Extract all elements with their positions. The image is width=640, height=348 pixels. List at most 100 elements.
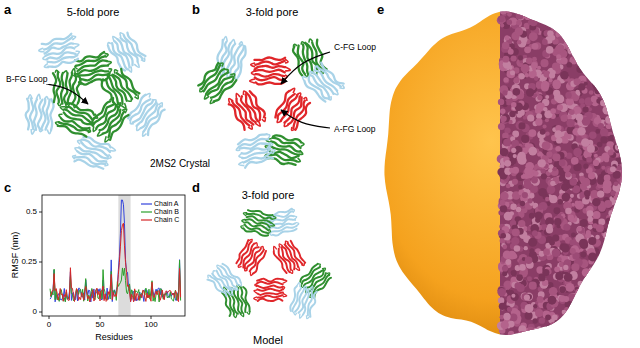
atom-sphere (571, 157, 579, 165)
atom-sphere (574, 329, 582, 337)
beta-strand (252, 251, 267, 275)
atom-sphere (540, 280, 549, 289)
atom-sphere (559, 323, 567, 331)
atom-sphere (516, 12, 524, 20)
loop (297, 158, 301, 163)
atom-sphere (528, 147, 537, 156)
loop (88, 129, 92, 134)
beta-strand (254, 58, 285, 61)
beta-strand (237, 133, 267, 144)
atom-sphere (498, 16, 504, 22)
atom-sphere (620, 178, 628, 186)
atom-sphere (543, 249, 550, 256)
atom-sphere (527, 198, 532, 203)
atom-sphere (565, 17, 574, 26)
atom-sphere (615, 56, 619, 60)
atom-sphere (611, 56, 619, 64)
atom-sphere (516, 274, 523, 281)
atom-sphere (610, 102, 614, 106)
atom-sphere (594, 46, 601, 53)
legend-label: Chain C (154, 216, 179, 224)
atom-sphere (513, 77, 519, 83)
atom-sphere (525, 304, 534, 313)
beta-strand (308, 75, 331, 98)
atom-sphere (537, 296, 544, 303)
atom-sphere (538, 159, 546, 167)
atom-sphere (609, 23, 615, 29)
beta-strand (258, 299, 283, 301)
atom-sphere (621, 312, 628, 319)
beta-strand (46, 99, 50, 129)
x-tick (49, 316, 50, 319)
atom-sphere (611, 251, 619, 259)
atom-sphere (508, 251, 517, 260)
atom-sphere (517, 40, 522, 45)
atom-sphere (498, 297, 504, 303)
atom-sphere (537, 95, 542, 100)
atom-sphere (528, 327, 534, 333)
protein-subunit (233, 132, 278, 169)
atom-sphere (565, 29, 571, 35)
atom-sphere (553, 207, 560, 214)
atom-sphere (505, 259, 511, 265)
atom-sphere (540, 129, 546, 135)
atom-sphere (612, 109, 620, 117)
atom-sphere (543, 124, 547, 128)
loop (91, 126, 97, 132)
atom-sphere (583, 12, 592, 21)
atom-sphere (556, 23, 564, 31)
atom-sphere (541, 15, 547, 21)
atom-sphere (600, 316, 607, 323)
atom-sphere (559, 14, 564, 19)
atom-sphere (563, 296, 569, 302)
atom-sphere (518, 185, 522, 189)
atom-sphere (588, 217, 593, 222)
beta-strand (25, 99, 30, 130)
atom-sphere (500, 7, 507, 14)
protein-subunit (193, 60, 240, 107)
atom-sphere (591, 32, 598, 39)
atom-sphere (578, 315, 584, 321)
loop (254, 242, 258, 246)
beta-strand (107, 45, 126, 71)
beta-strand (255, 77, 285, 80)
atom-sphere (598, 255, 604, 261)
atom-sphere (599, 41, 608, 50)
rmsf-line (50, 200, 181, 302)
atom-sphere (593, 14, 598, 19)
atom-sphere (613, 93, 621, 101)
atom-sphere (582, 117, 591, 126)
atom-sphere (561, 244, 570, 253)
atom-sphere (516, 207, 521, 212)
callout-label: B-FG Loop (4, 75, 50, 84)
atom-sphere (617, 260, 622, 265)
legend-line (141, 211, 152, 212)
atom-sphere (540, 59, 548, 67)
atom-sphere (602, 330, 608, 336)
atom-sphere (549, 287, 558, 296)
atom-sphere (503, 313, 510, 320)
callout-label: A-FG Loop (332, 125, 378, 134)
panel-title: 3-fold pore (242, 189, 295, 201)
loop (272, 246, 277, 251)
atom-sphere (608, 23, 614, 29)
beta-strand (41, 99, 46, 129)
loop (73, 104, 77, 108)
atom-sphere (596, 263, 604, 271)
atom-sphere (561, 327, 569, 335)
atom-sphere (608, 49, 614, 55)
atom-sphere (618, 106, 625, 113)
protein-subunit (51, 67, 81, 108)
atom-sphere (532, 43, 539, 50)
beta-strand (249, 90, 267, 117)
atom-sphere (597, 266, 605, 274)
atom-sphere (535, 118, 542, 125)
atom-sphere (603, 311, 612, 320)
atom-sphere (612, 58, 616, 62)
atom-sphere (545, 15, 550, 20)
atom-sphere (592, 14, 597, 19)
beta-strand (48, 58, 79, 69)
atom-sphere (597, 317, 604, 324)
atom-sphere (614, 70, 622, 78)
y-tick (39, 312, 42, 313)
